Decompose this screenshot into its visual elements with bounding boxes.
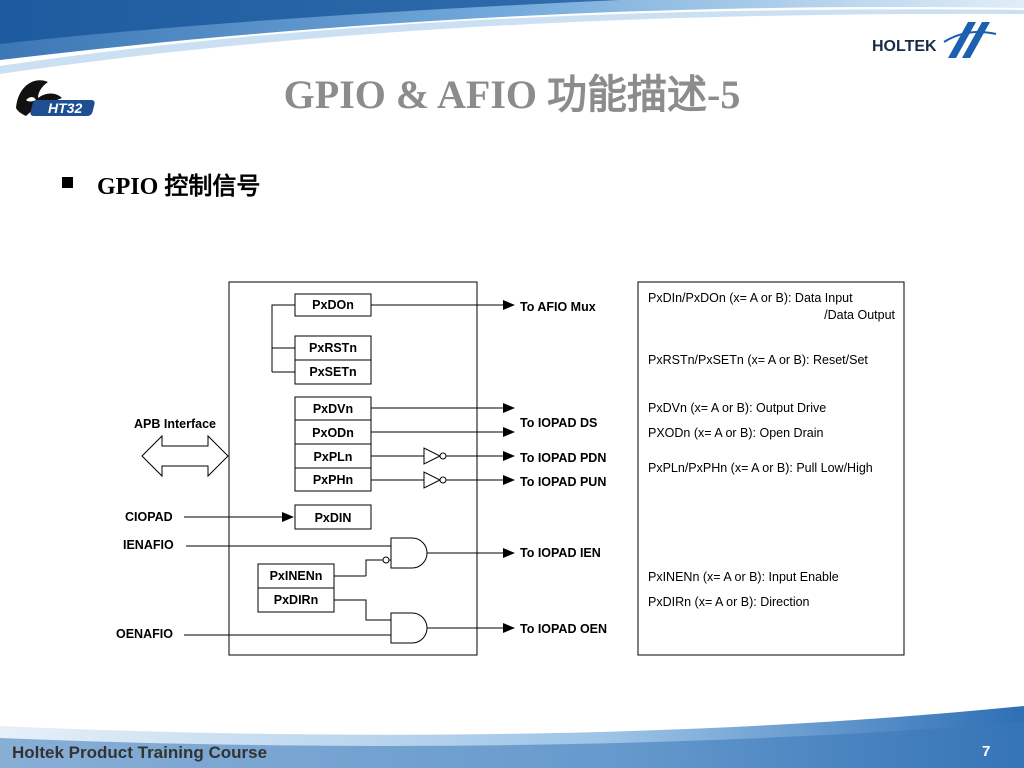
legend-reset-set: PxRSTn/PxSETn (x= A or B): Reset/Set: [648, 353, 868, 367]
slide-title: GPIO & AFIO 功能描述-5: [283, 72, 741, 117]
register-pxdin: PxDIN: [294, 504, 372, 530]
label-to-afio-mux: To AFIO Mux: [520, 300, 596, 314]
orca-logo-icon: HT32: [16, 80, 95, 116]
svg-text:PxDOn: PxDOn: [312, 298, 354, 312]
svg-text:PxPHn: PxPHn: [313, 473, 353, 487]
register-pxrstn: PxRSTn: [294, 335, 372, 361]
legend-input-enable: PxINENn (x= A or B): Input Enable: [648, 570, 839, 584]
label-to-iopad-pdn: To IOPAD PDN: [520, 451, 606, 465]
holtek-logo: HOLTEK: [870, 18, 1000, 67]
label-ciopad: CIOPAD: [125, 510, 173, 524]
label-to-iopad-oen: To IOPAD OEN: [520, 622, 607, 636]
register-pxsetn: PxSETn: [294, 359, 372, 385]
bullet-text: GPIO 控制信号: [97, 174, 261, 200]
label-to-iopad-pun: To IOPAD PUN: [520, 475, 606, 489]
svg-text:PxINENn: PxINENn: [270, 569, 323, 583]
label-ienafio: IENAFIO: [123, 538, 174, 552]
legend-direction: PxDIRn (x= A or B): Direction: [648, 595, 810, 609]
legend-box: [637, 281, 905, 656]
register-pxdvn: PxDVn: [294, 396, 372, 421]
wire-pxdirn-gate: [334, 599, 391, 621]
label-apb-interface: APB Interface: [134, 417, 216, 431]
bullet-square-icon: [62, 177, 73, 188]
svg-text:PxODn: PxODn: [312, 426, 354, 440]
label-to-iopad-ds: To IOPAD DS: [520, 416, 597, 430]
reset-set-bracket: [271, 304, 295, 373]
ht32-logo: HT32: [12, 74, 104, 125]
svg-text:PxDIN: PxDIN: [315, 511, 352, 525]
svg-text:PxPLn: PxPLn: [314, 450, 353, 464]
legend-open-drain: PXODn (x= A or B): Open Drain: [648, 426, 823, 440]
legend-data-line1: PxDIn/PxDOn (x= A or B): Data Input: [648, 291, 853, 305]
register-pxdon: PxDOn: [294, 293, 372, 317]
apb-double-arrow-icon: [141, 434, 229, 478]
label-to-iopad-ien: To IOPAD IEN: [520, 546, 601, 560]
svg-text:PxDVn: PxDVn: [313, 402, 353, 416]
register-pxphn: PxPHn: [294, 467, 372, 492]
svg-text:PxRSTn: PxRSTn: [309, 341, 357, 355]
legend-pull: PxPLn/PxPHn (x= A or B): Pull Low/High: [648, 461, 873, 475]
svg-text:PxSETn: PxSETn: [309, 365, 356, 379]
footer-course-title: Holtek Product Training Course: [12, 743, 268, 762]
and-gate-oen-icon: [390, 612, 428, 644]
svg-text:HT32: HT32: [48, 100, 82, 116]
legend-data-line2: /Data Output: [824, 308, 895, 322]
svg-text:HOLTEK: HOLTEK: [872, 38, 937, 55]
inverter-pun-icon: [423, 471, 447, 489]
inverter-pdn-icon: [423, 447, 447, 465]
register-pxodn: PxODn: [294, 419, 372, 445]
register-pxpln: PxPLn: [294, 443, 372, 469]
holtek-logo-icon: HOLTEK: [872, 22, 997, 58]
legend-drive: PxDVn (x= A or B): Output Drive: [648, 401, 826, 415]
and-gate-ien-icon: [390, 537, 428, 569]
svg-text:PxDIRn: PxDIRn: [274, 593, 318, 607]
register-pxinenn: PxINENn: [257, 563, 335, 589]
inversion-bubble-icon: [382, 556, 390, 564]
page-number: 7: [982, 743, 991, 760]
register-pxdirn: PxDIRn: [257, 587, 335, 613]
label-oenafio: OENAFIO: [116, 627, 173, 641]
